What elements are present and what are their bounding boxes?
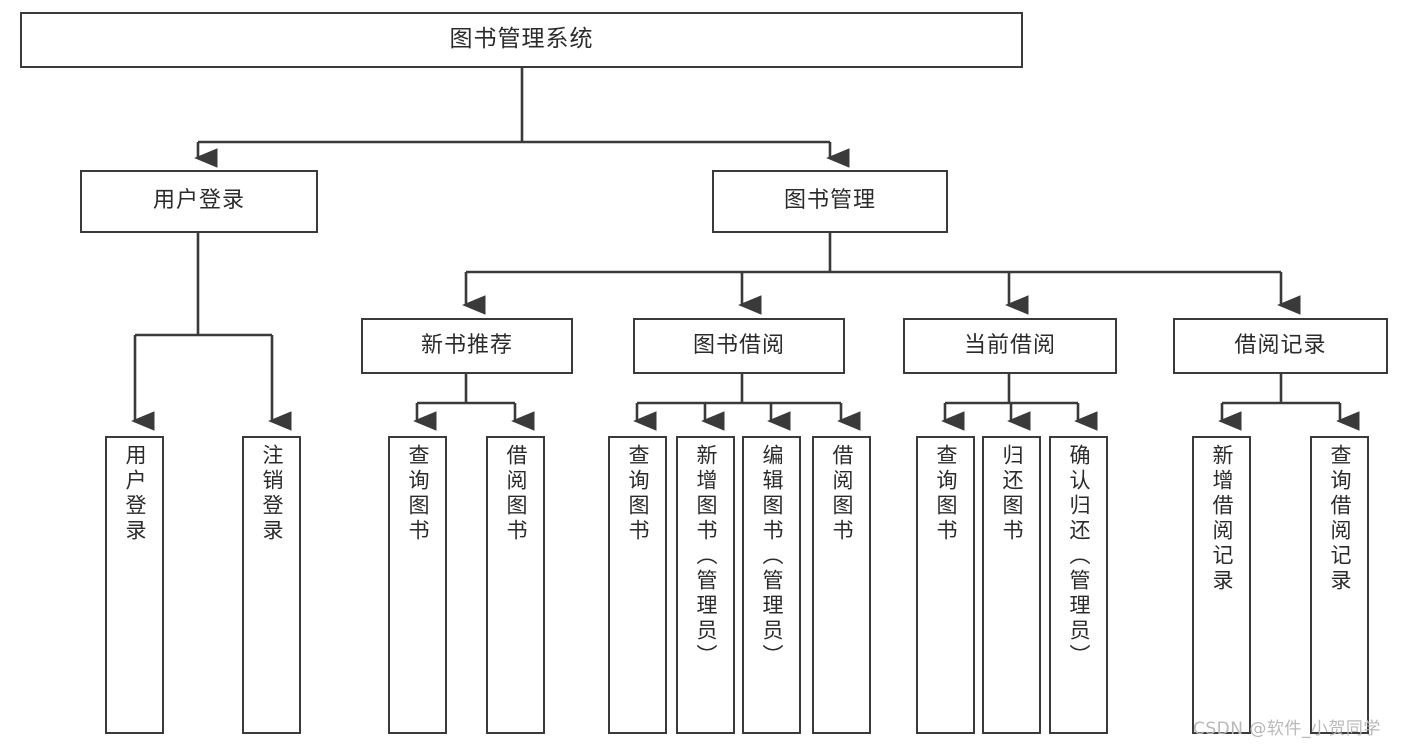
- node-label: 当前借阅: [963, 332, 1056, 358]
- node-label: 图书管理: [783, 188, 876, 214]
- node-leaf-add-book[interactable]: 新增图书（管理员）: [676, 436, 735, 734]
- node-label: 查询图书: [934, 444, 958, 544]
- node-leaf-query-record[interactable]: 查询借阅记录: [1310, 436, 1369, 734]
- node-leaf-user-login[interactable]: 用户登录: [105, 436, 164, 734]
- node-leaf-borrow-book-1[interactable]: 借阅图书: [486, 436, 545, 734]
- node-borrow-record[interactable]: 借阅记录: [1173, 318, 1388, 374]
- node-leaf-query-book-2[interactable]: 查询图书: [608, 436, 667, 734]
- node-label: 新书推荐: [420, 332, 513, 358]
- node-label: 查询借阅记录: [1328, 444, 1352, 594]
- node-book-borrow[interactable]: 图书借阅: [633, 318, 845, 374]
- node-root-system[interactable]: 图书管理系统: [20, 12, 1023, 68]
- node-current-borrow[interactable]: 当前借阅: [903, 318, 1117, 374]
- node-label: 借阅记录: [1234, 332, 1327, 358]
- node-label: 借阅图书: [504, 444, 528, 544]
- node-label: 编辑图书（管理员）: [760, 444, 784, 669]
- node-label: 查询图书: [626, 444, 650, 544]
- node-label: 图书借阅: [692, 332, 785, 358]
- node-label: 归还图书: [1000, 444, 1024, 544]
- node-leaf-confirm-return[interactable]: 确认归还（管理员）: [1049, 436, 1108, 734]
- csdn-watermark: CSDN @软件_小贺同学: [1193, 719, 1381, 739]
- node-label: 用户登录: [123, 444, 147, 544]
- node-book-management[interactable]: 图书管理: [712, 170, 948, 233]
- node-label: 图书管理系统: [449, 26, 594, 53]
- node-label: 新增借阅记录: [1210, 444, 1234, 594]
- node-label: 注销登录: [260, 444, 284, 544]
- node-label: 借阅图书: [830, 444, 854, 544]
- node-leaf-add-record[interactable]: 新增借阅记录: [1192, 436, 1251, 734]
- node-new-book-recommend[interactable]: 新书推荐: [361, 318, 573, 374]
- node-label: 新增图书（管理员）: [694, 444, 718, 669]
- node-leaf-edit-book[interactable]: 编辑图书（管理员）: [742, 436, 801, 734]
- node-label: 确认归还（管理员）: [1067, 444, 1091, 669]
- node-leaf-borrow-book-2[interactable]: 借阅图书: [812, 436, 871, 734]
- node-leaf-query-book-3[interactable]: 查询图书: [916, 436, 975, 734]
- node-leaf-logout[interactable]: 注销登录: [242, 436, 301, 734]
- node-leaf-return-book[interactable]: 归还图书: [982, 436, 1041, 734]
- node-leaf-query-book-1[interactable]: 查询图书: [388, 436, 447, 734]
- node-label: 用户登录: [152, 188, 245, 214]
- node-user-login[interactable]: 用户登录: [80, 170, 318, 233]
- node-label: 查询图书: [406, 444, 430, 544]
